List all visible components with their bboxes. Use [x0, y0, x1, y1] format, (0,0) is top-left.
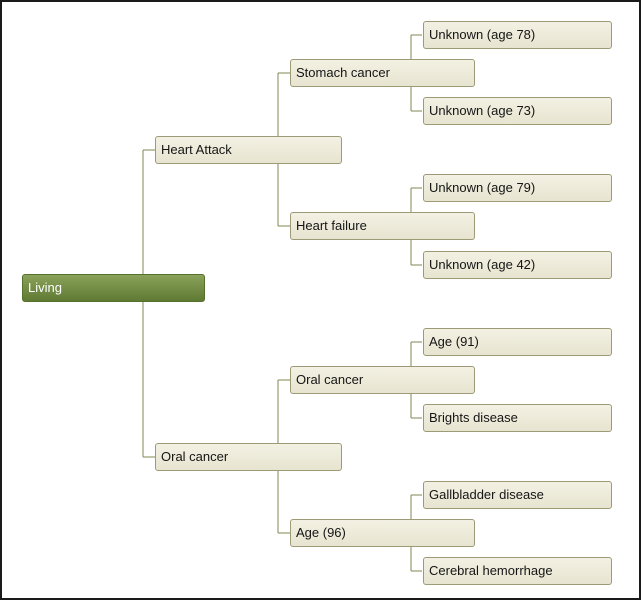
node-unknown-age-78[interactable]: Unknown (age 78) [423, 21, 612, 49]
node-stomach-cancer[interactable]: Stomach cancer [290, 59, 475, 87]
node-oral-cancer-level2[interactable]: Oral cancer [290, 366, 475, 394]
node-age-91[interactable]: Age (91) [423, 328, 612, 356]
node-age-96[interactable]: Age (96) [290, 519, 475, 547]
connector-root-level1 [142, 149, 155, 458]
node-heart-failure[interactable]: Heart failure [290, 212, 475, 240]
node-heart-attack[interactable]: Heart Attack [155, 136, 342, 164]
node-unknown-age-42[interactable]: Unknown (age 42) [423, 251, 612, 279]
node-cerebral-hemorrhage[interactable]: Cerebral hemorrhage [423, 557, 612, 585]
node-gallbladder-disease[interactable]: Gallbladder disease [423, 481, 612, 509]
node-brights-disease[interactable]: Brights disease [423, 404, 612, 432]
node-unknown-age-79[interactable]: Unknown (age 79) [423, 174, 612, 202]
node-living[interactable]: Living [22, 274, 205, 302]
node-oral-cancer[interactable]: Oral cancer [155, 443, 342, 471]
node-unknown-age-73[interactable]: Unknown (age 73) [423, 97, 612, 125]
